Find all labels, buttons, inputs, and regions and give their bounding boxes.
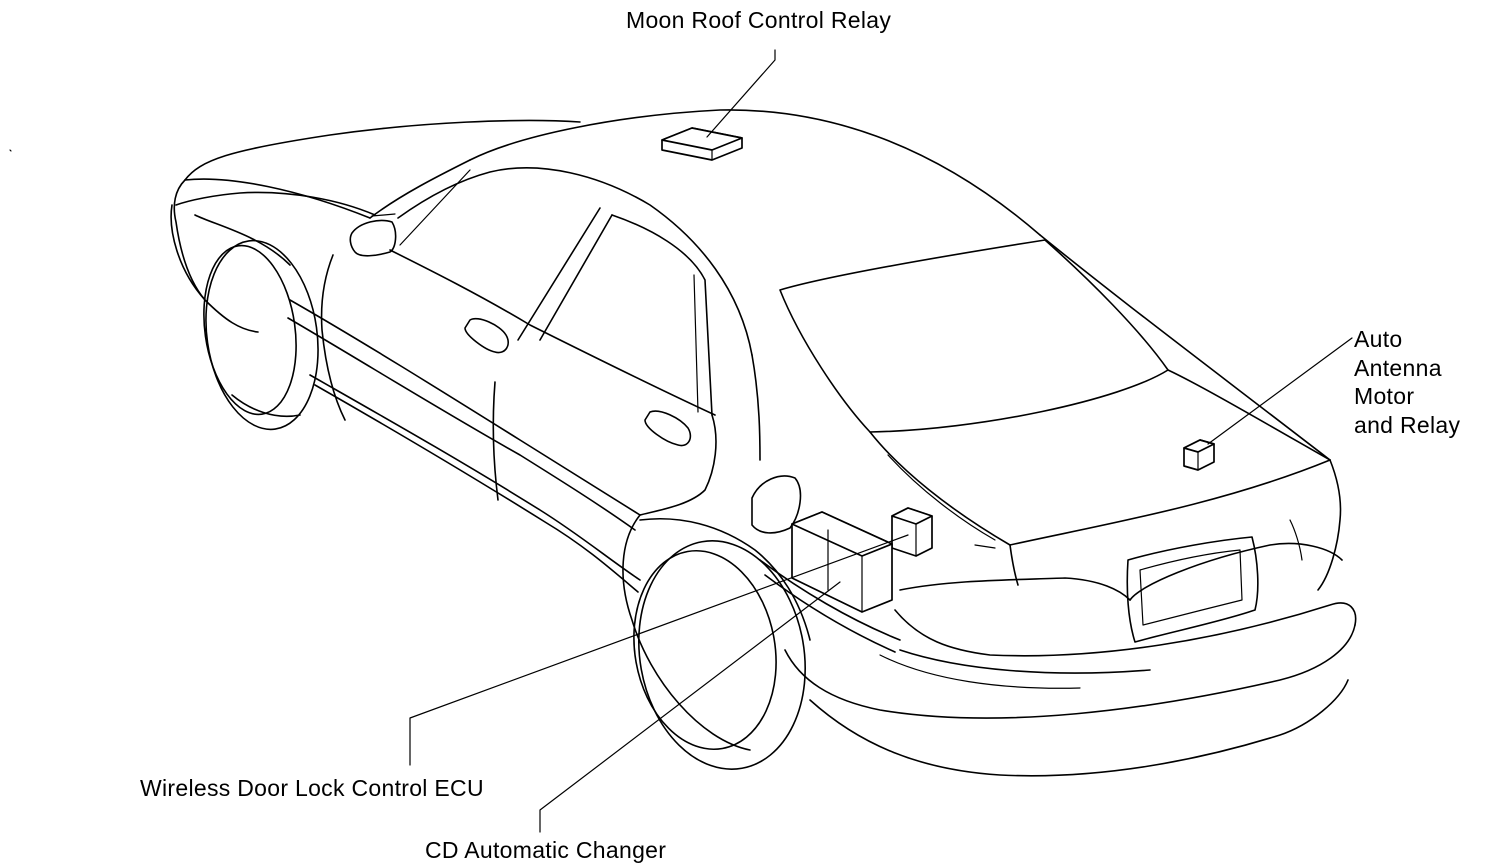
auto-antenna-line-1: Auto <box>1354 326 1403 352</box>
auto-antenna-motor-relay-label: Auto Antenna Motor and Relay <box>1354 325 1460 439</box>
wireless-door-lock-ecu-label: Wireless Door Lock Control ECU <box>140 775 484 801</box>
leader-lines <box>409 49 1353 833</box>
cd-automatic-changer-label: CD Automatic Changer <box>425 837 667 863</box>
auto-antenna-line-3: Motor <box>1354 383 1415 409</box>
auto-antenna-motor-relay-component <box>1183 439 1215 471</box>
leader-wireless-ecu <box>409 534 909 766</box>
cd-automatic-changer-component <box>791 511 893 613</box>
leader-auto-antenna <box>1207 337 1353 445</box>
auto-antenna-line-4: and Relay <box>1354 411 1461 438</box>
auto-antenna-line-2: Antenna <box>1354 354 1442 381</box>
car-body <box>9 109 1357 777</box>
leader-cd-changer <box>539 581 841 833</box>
moon-roof-control-relay-label: Moon Roof Control Relay <box>626 7 892 33</box>
moon-roof-control-relay-component <box>661 127 743 161</box>
wireless-door-lock-ecu-component <box>891 507 933 557</box>
leader-moon-roof <box>706 49 776 138</box>
